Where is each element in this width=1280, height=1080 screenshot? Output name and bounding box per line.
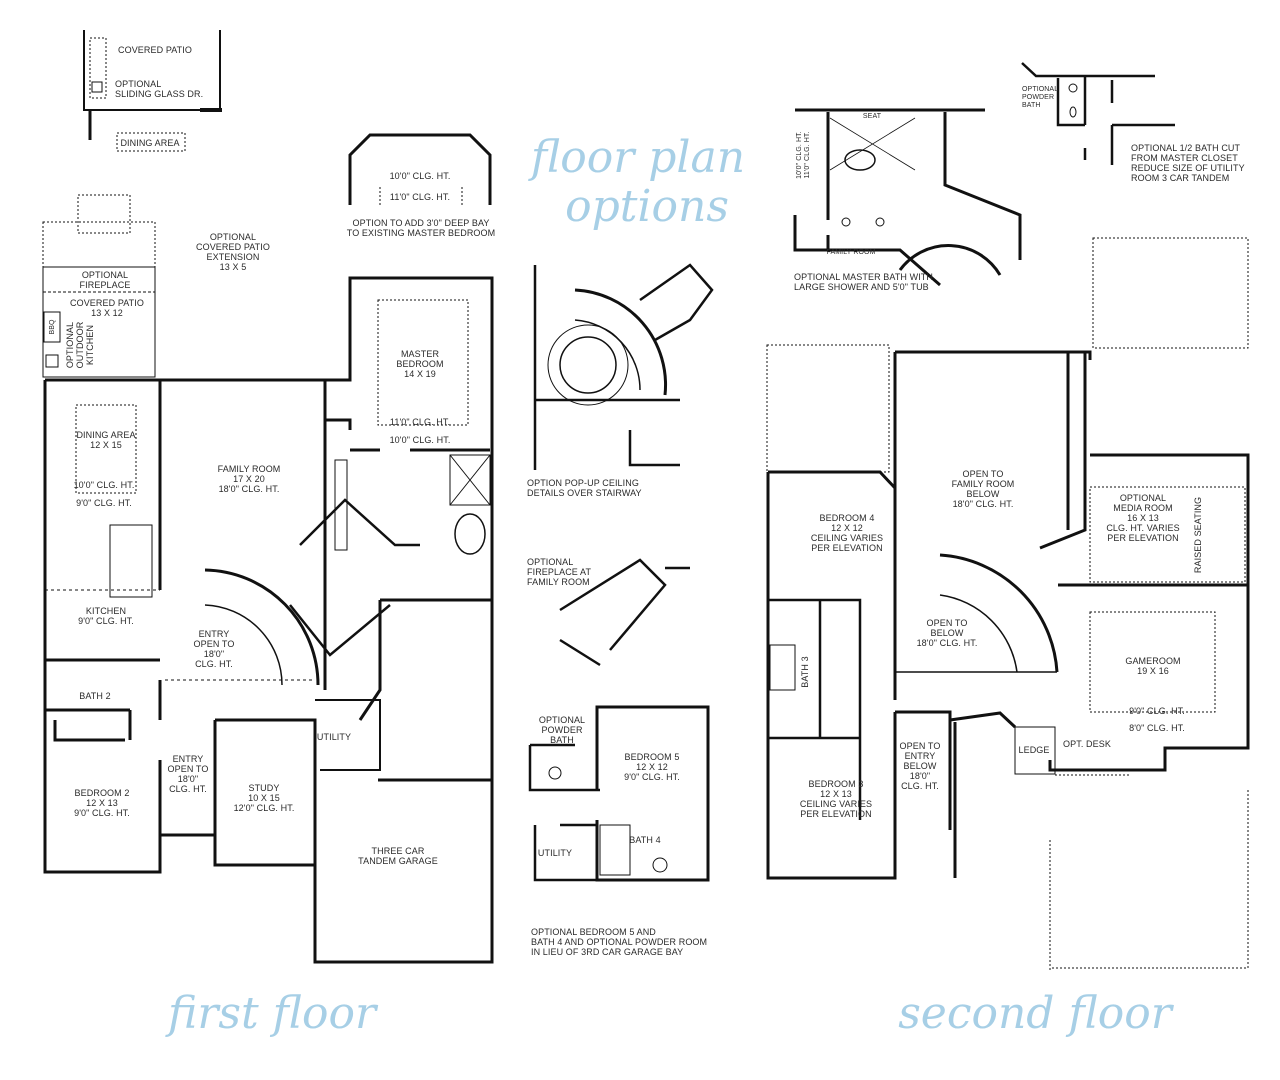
label-master-clg-inner: 11'0" CLG. HT. [389,417,451,427]
label-half-bath-powder: OPTIONAL POWDER BATH [1022,86,1059,109]
first-floor-title: first floor [168,988,376,1039]
label-sliding-glass-door: OPTIONAL SLIDING GLASS DR. [115,79,204,99]
first-floor-plan [42,194,494,964]
label-ledge: LEDGE [1018,745,1050,755]
label-entry-upper: ENTRY OPEN TO 18'0" CLG. HT. [193,629,235,669]
label-bedroom-5: BEDROOM 5 12 X 12 9'0" CLG. HT. [624,752,680,782]
label-popup-ceiling-note: OPTION POP-UP CEILING DETAILS OVER STAIR… [527,478,642,498]
label-dining-area-option: DINING AREA [120,138,180,148]
label-bedroom5-note: OPTIONAL BEDROOM 5 AND BATH 4 AND OPTION… [531,927,708,957]
label-bay-clg-outer: 10'0" CLG. HT. [389,171,451,181]
label-covered-patio: COVERED PATIO 13 X 12 [70,298,144,318]
label-dining-clg-inner: 10'0" CLG. HT. [73,480,135,490]
label-master-bath-note: OPTIONAL MASTER BATH WITH LARGE SHOWER A… [794,272,934,292]
label-opt-desk: OPT. DESK [1063,739,1111,749]
label-entry-lower: ENTRY OPEN TO 18'0" CLG. HT. [167,754,209,794]
options-plans [528,263,714,882]
label-outdoor-kitchen: OPTIONAL OUTDOOR KITCHEN [65,321,95,369]
master-bath-option [793,108,1022,287]
label-open-entry: OPEN TO ENTRY BELOW 18'0" CLG. HT. [899,741,941,791]
second-floor-plan [766,237,1250,970]
label-options-utility: UTILITY [537,848,573,858]
label-bay-option-note: OPTION TO ADD 3'0" DEEP BAY TO EXISTING … [346,218,496,238]
label-garage: THREE CAR TANDEM GARAGE [358,846,438,866]
label-dining-area: DINING AREA 12 X 15 [76,430,136,450]
label-open-below: OPEN TO BELOW 18'0" CLG. HT. [916,618,978,648]
label-bbq: BBQ [49,319,56,335]
options-title-line1: floor plan [530,132,746,183]
label-fireplace-note: OPTIONAL FIREPLACE AT FAMILY ROOM [527,557,592,587]
half-bath-option [1021,62,1175,165]
label-open-family: OPEN TO FAMILY ROOM BELOW 18'0" CLG. HT. [951,469,1015,509]
label-dining-clg-outer: 9'0" CLG. HT. [76,498,132,508]
label-gameroom-clg-outer: 8'0" CLG. HT. [1129,723,1185,733]
label-master-bath-clg: 10'0" CLG. HT. 11'0" CLG. HT. [796,131,811,179]
label-bedroom-4: BEDROOM 4 12 X 12 CEILING VARIES PER ELE… [810,513,884,553]
label-master-bath-family-room: FAMILY ROOM [826,249,876,256]
label-media-room: OPTIONAL MEDIA ROOM 16 X 13 CLG. HT. VAR… [1106,493,1180,543]
label-gameroom: GAMEROOM 19 X 16 [1125,656,1181,676]
label-covered-patio-extension: OPTIONAL COVERED PATIO EXTENSION 13 X 5 [196,232,270,272]
label-family-room: FAMILY ROOM 17 X 20 18'0" CLG. HT. [217,464,281,494]
label-bedroom-2: BEDROOM 2 12 X 13 9'0" CLG. HT. [74,788,130,818]
label-bay-clg-inner: 11'0" CLG. HT. [389,192,451,202]
second-floor-title: second floor [898,988,1172,1039]
label-powder-bath: OPTIONAL POWDER BATH [538,715,586,745]
options-title-line2: options [565,181,729,232]
label-bedroom-3: BEDROOM 3 12 X 13 CEILING VARIES PER ELE… [799,779,873,819]
label-seat: SEAT [862,113,882,120]
label-study: STUDY 10 X 15 12'0" CLG. HT. [233,783,295,813]
label-half-bath-note: OPTIONAL 1/2 BATH CUT FROM MASTER CLOSET… [1131,143,1245,183]
patio-sliding-door-option [83,30,222,152]
label-bath-4: BATH 4 [629,835,661,845]
label-master-clg-outer: 10'0" CLG. HT. [389,435,451,445]
master-bay-option [348,133,492,205]
label-master-bedroom: MASTER BEDROOM 14 X 19 [396,349,444,379]
label-utility: UTILITY [316,732,352,742]
label-bath-3: BATH 3 [800,656,810,688]
label-optional-fireplace: OPTIONAL FIREPLACE [79,270,131,290]
label-kitchen: KITCHEN 9'0" CLG. HT. [78,606,134,626]
label-gameroom-clg-inner: 9'0" CLG. HT. [1129,706,1185,716]
label-covered-patio-option: COVERED PATIO [118,45,192,55]
label-bath-2: BATH 2 [79,691,111,701]
label-raised-seating: RAISED SEATING [1193,496,1203,574]
